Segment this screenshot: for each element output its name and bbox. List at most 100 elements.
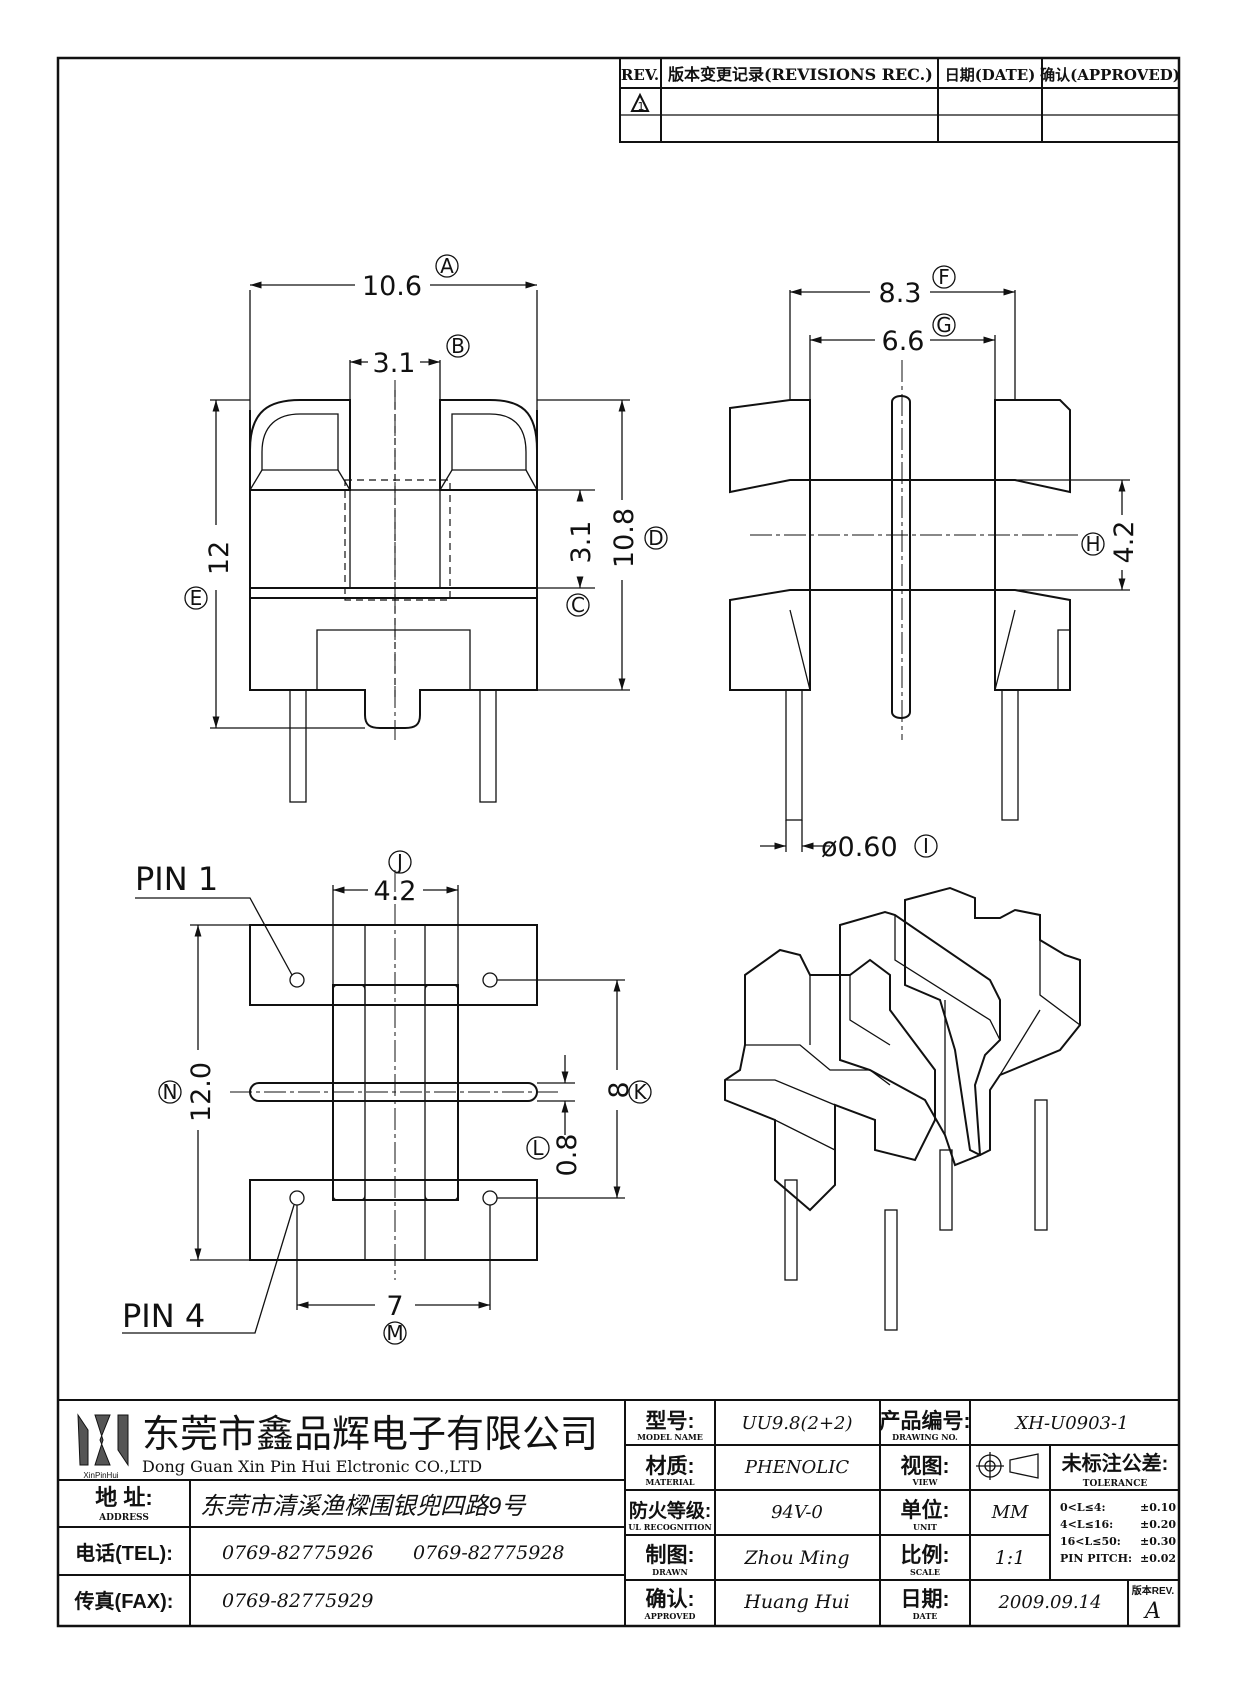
svg-text:±0.10: ±0.10 xyxy=(1140,1501,1176,1514)
tolerance-label: 未标注公差: xyxy=(1062,1451,1169,1475)
svg-text:XinPinHui: XinPinHui xyxy=(83,1471,118,1480)
date-value: 2009.09.14 xyxy=(997,1592,1101,1613)
approved-label: 确认: xyxy=(646,1587,695,1611)
dim-f-value: 8.3 xyxy=(879,278,922,309)
dim-d-mark: D xyxy=(648,526,663,550)
drawn-value: Zhou Ming xyxy=(743,1547,849,1569)
dim-a-value: 10.6 xyxy=(362,271,422,302)
bottom-view: PIN 1 PIN 4 4.2 J 8 K 0.8 L 7 M xyxy=(122,850,652,1345)
model-value: UU9.8(2+2) xyxy=(742,1413,853,1434)
dim-n-mark: N xyxy=(163,1080,178,1104)
dim-g-mark: G xyxy=(936,313,952,337)
svg-text:1: 1 xyxy=(638,100,645,113)
tel-2: 0769-82775928 xyxy=(413,1542,564,1564)
projection-symbol-icon xyxy=(976,1452,1039,1480)
revision-table: REV. 版本变更记录(REVISIONS REC.) 日期(DATE) 确认(… xyxy=(619,57,1180,143)
revisions-date-header: 日期(DATE) xyxy=(945,66,1036,84)
svg-text:VIEW: VIEW xyxy=(911,1477,938,1487)
dim-c-mark: C xyxy=(571,593,585,617)
svg-text:±0.02: ±0.02 xyxy=(1140,1552,1176,1565)
date-label: 日期: xyxy=(901,1588,950,1611)
title-block: XinPinHui 东莞市鑫品辉电子有限公司 Dong Guan Xin Pin… xyxy=(57,1399,1180,1627)
pin4-label: PIN 4 xyxy=(122,1297,205,1335)
dim-f-mark: F xyxy=(938,265,950,289)
rev-value: A xyxy=(1143,1599,1161,1624)
address-label: 地 址: xyxy=(95,1485,152,1510)
dim-a-mark: A xyxy=(440,254,454,278)
isometric-view xyxy=(724,886,1081,1331)
svg-text:SCALE: SCALE xyxy=(910,1567,940,1577)
unit-value: MM xyxy=(991,1502,1029,1523)
dim-h-value: 4.2 xyxy=(1109,521,1140,564)
company-name-cn: 东莞市鑫品辉电子有限公司 xyxy=(142,1414,598,1456)
dim-l-mark: L xyxy=(532,1136,544,1160)
company-logo: XinPinHui xyxy=(77,1413,129,1480)
dim-h-mark: H xyxy=(1085,532,1100,556)
svg-text:APPROVED: APPROVED xyxy=(644,1611,696,1621)
approved-value: Huang Hui xyxy=(743,1591,849,1613)
dim-e-value: 12 xyxy=(204,541,235,575)
svg-text:MATERIAL: MATERIAL xyxy=(646,1477,695,1487)
dim-m-value: 7 xyxy=(386,1291,403,1322)
fax-value: 0769-82775929 xyxy=(222,1590,373,1612)
svg-text:±0.30: ±0.30 xyxy=(1140,1535,1176,1548)
svg-text:MODEL NAME: MODEL NAME xyxy=(637,1432,703,1442)
tolerance-table: 0<L≤4: ±0.10 4<L≤16: ±0.20 16<L≤50: ±0.3… xyxy=(1060,1501,1176,1565)
address-value: 东莞市清溪渔樑围银兜四路9号 xyxy=(200,1493,527,1520)
svg-text:16<L≤50:: 16<L≤50: xyxy=(1060,1535,1121,1548)
dim-i-mark: I xyxy=(923,834,929,858)
svg-text:DRAWING NO.: DRAWING NO. xyxy=(892,1432,958,1442)
view-label: 视图: xyxy=(901,1454,950,1478)
rev-header: REV. xyxy=(621,66,659,84)
dim-k-value: 8 xyxy=(604,1081,635,1098)
dim-k-mark: K xyxy=(633,1080,647,1104)
dim-n-value: 12.0 xyxy=(186,1062,217,1122)
rev-label: 版本REV. xyxy=(1132,1584,1175,1597)
flame-label: 防火等级: xyxy=(629,1499,711,1522)
svg-text:ADDRESS: ADDRESS xyxy=(98,1513,149,1523)
dim-g-value: 6.6 xyxy=(882,326,925,357)
svg-text:DATE: DATE xyxy=(913,1611,938,1621)
svg-text:PIN PITCH:: PIN PITCH: xyxy=(1060,1552,1132,1565)
sheet-border xyxy=(56,56,1181,1628)
svg-text:4<L≤16:: 4<L≤16: xyxy=(1060,1518,1113,1531)
dim-j-value: 4.2 xyxy=(374,876,417,907)
dim-i-value: ø0.60 xyxy=(821,832,898,863)
dim-j-mark: J xyxy=(395,850,403,874)
svg-text:0<L≤4:: 0<L≤4: xyxy=(1060,1501,1106,1514)
svg-text:UL RECOGNITION: UL RECOGNITION xyxy=(628,1522,711,1532)
dim-l-value: 0.8 xyxy=(552,1134,583,1177)
pin-hole xyxy=(289,1190,305,1206)
tel-label: 电话(TEL): xyxy=(75,1542,173,1565)
material-label: 材质: xyxy=(646,1454,695,1478)
side-view: 8.3 F 6.6 G 4.2 H ø0.60 I xyxy=(729,265,1140,863)
scale-label: 比例: xyxy=(901,1543,950,1567)
revisions-record-header: 版本变更记录(REVISIONS REC.) xyxy=(667,65,933,84)
model-label: 型号: xyxy=(646,1410,695,1433)
svg-text:UNIT: UNIT xyxy=(913,1522,937,1532)
flame-value: 94V-0 xyxy=(771,1502,823,1523)
pin-hole xyxy=(289,972,305,988)
tel-1: 0769-82775926 xyxy=(222,1542,373,1564)
dim-b-mark: B xyxy=(451,334,465,358)
pin1-label: PIN 1 xyxy=(135,860,218,898)
drawn-label: 制图: xyxy=(646,1544,695,1567)
svg-text:DRAWN: DRAWN xyxy=(652,1567,688,1577)
dim-d-value: 10.8 xyxy=(609,508,640,568)
svg-text:±0.20: ±0.20 xyxy=(1140,1518,1176,1531)
dim-b-value: 3.1 xyxy=(373,348,416,379)
unit-label: 单位: xyxy=(901,1498,950,1522)
scale-value: 1:1 xyxy=(995,1547,1026,1569)
pin-hole xyxy=(482,1190,498,1206)
front-view: 10.6 A 3.1 B 3.1 C 10.8 D 12 E xyxy=(184,254,668,803)
pin-hole xyxy=(482,972,498,988)
drawing-no-value: XH-U0903-1 xyxy=(1013,1413,1128,1434)
company-name-en: Dong Guan Xin Pin Hui Elctronic CO.,LTD xyxy=(142,1457,482,1476)
revision-triangle-icon: 1 xyxy=(630,92,650,113)
dim-m-mark: M xyxy=(386,1321,403,1345)
material-value: PHENOLIC xyxy=(744,1457,850,1478)
revisions-approved-header: 确认(APPROVED) xyxy=(1040,66,1180,84)
drawing-no-label: 产品编号: xyxy=(880,1409,971,1433)
fax-label: 传真(FAX): xyxy=(74,1589,174,1613)
